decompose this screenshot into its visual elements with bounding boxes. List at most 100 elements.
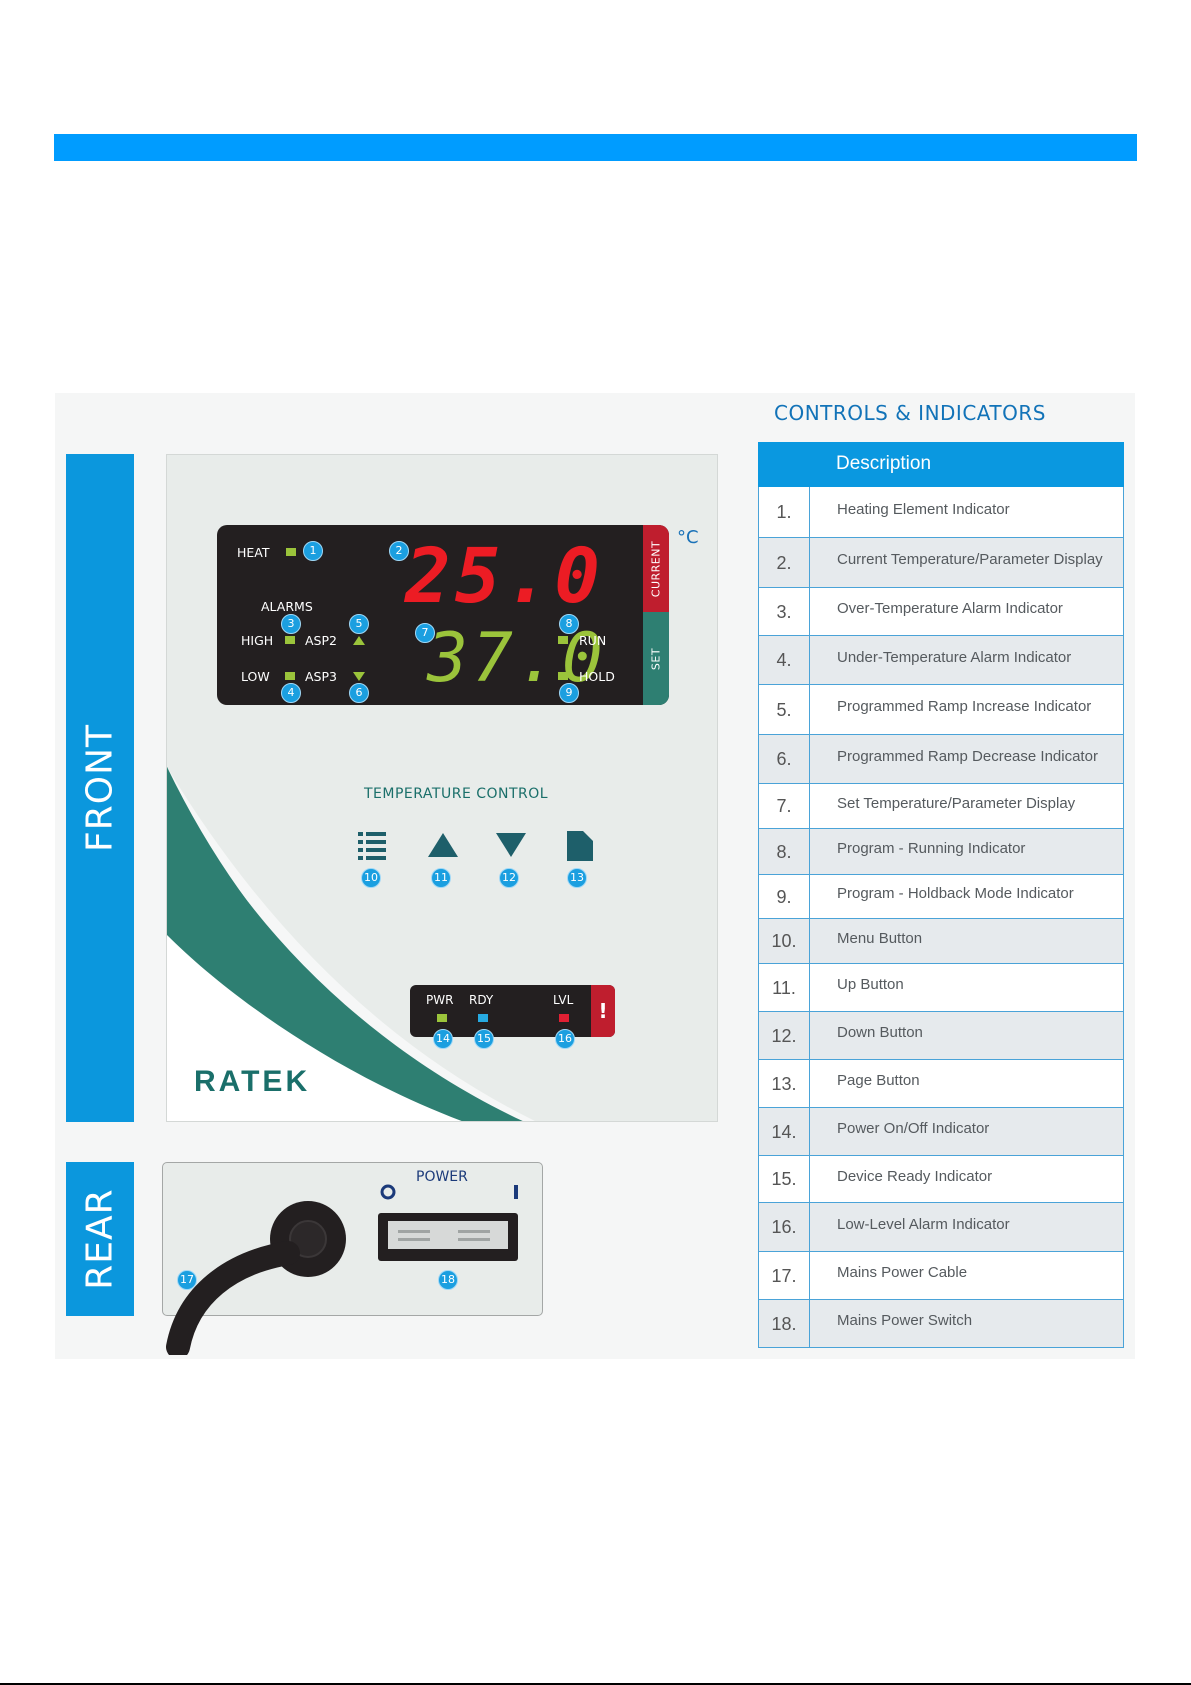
off-symbol-icon xyxy=(380,1184,396,1200)
alarms-label: ALARMS xyxy=(261,599,313,614)
badge-5: 5 xyxy=(349,614,369,634)
table-row: 4.Under-Temperature Alarm Indicator xyxy=(758,636,1124,685)
badge-18: 18 xyxy=(438,1270,458,1290)
row-number: 18. xyxy=(759,1300,810,1347)
table-row: 3.Over-Temperature Alarm Indicator xyxy=(758,588,1124,636)
row-description: Low-Level Alarm Indicator xyxy=(837,1216,1010,1233)
status-panel: PWR RDY LVL ! xyxy=(410,985,615,1037)
row-number: 9. xyxy=(759,875,810,918)
rdy-label: RDY xyxy=(469,993,494,1007)
row-number: 4. xyxy=(759,636,810,684)
ramp-down-icon xyxy=(353,672,365,681)
controls-indicators-title: CONTROLS & INDICATORS xyxy=(774,401,1046,425)
page-button[interactable] xyxy=(563,829,597,863)
table-row: 14. Power On/Off Indicator xyxy=(758,1108,1124,1156)
row-number: 10. xyxy=(759,919,810,963)
row-number: 15. xyxy=(759,1156,810,1202)
row-description: Programmed Ramp Decrease Indicator xyxy=(837,748,1098,765)
badge-1: 1 xyxy=(303,541,323,561)
heat-led xyxy=(286,548,296,556)
row-number: 6. xyxy=(759,735,810,783)
high-alarm-led xyxy=(285,636,295,644)
badge-11: 11 xyxy=(431,868,451,888)
row-number: 1. xyxy=(759,487,810,537)
badge-4: 4 xyxy=(281,683,301,703)
on-symbol-icon xyxy=(514,1185,518,1199)
row-number: 8. xyxy=(759,829,810,874)
current-temperature-value: 25.0 xyxy=(405,531,605,620)
row-number: 17. xyxy=(759,1252,810,1299)
asp2-label: ASP2 xyxy=(305,633,337,648)
row-description: Current Temperature/Parameter Display xyxy=(837,551,1103,568)
row-number: 2. xyxy=(759,538,810,587)
heat-label: HEAT xyxy=(237,545,270,560)
row-description: Down Button xyxy=(837,1024,923,1041)
badge-2: 2 xyxy=(389,541,409,561)
row-description: Menu Button xyxy=(837,930,923,947)
triangle-down-icon xyxy=(496,833,526,857)
table-row: 8. Program - Running Indicator xyxy=(758,829,1124,875)
asp3-label: ASP3 xyxy=(305,669,337,684)
level-led xyxy=(559,1014,569,1022)
table-row: 5. Programmed Ramp Increase Indicator xyxy=(758,685,1124,735)
header-bar xyxy=(54,134,1137,161)
pwr-label: PWR xyxy=(426,993,454,1007)
row-description: Programmed Ramp Increase Indicator xyxy=(837,698,1092,715)
switch-rocker xyxy=(388,1221,508,1249)
swoosh-graphic xyxy=(167,767,536,1121)
low-alarm-led xyxy=(285,672,295,680)
table-row: 9. Program - Holdback Mode Indicator xyxy=(758,875,1124,919)
row-number: 16. xyxy=(759,1203,810,1251)
row-description: Set Temperature/Parameter Display xyxy=(837,795,1076,812)
triangle-up-icon xyxy=(428,833,458,857)
table-row: 17.Mains Power Cable xyxy=(758,1252,1124,1300)
ready-led xyxy=(478,1014,488,1022)
up-button[interactable] xyxy=(426,829,460,863)
badge-3: 3 xyxy=(281,614,301,634)
table-row: 11.Up Button xyxy=(758,964,1124,1012)
badge-6: 6 xyxy=(349,683,369,703)
row-description: Program - Running Indicator xyxy=(837,840,1026,857)
table-row: 10. Menu Button xyxy=(758,919,1124,964)
temperature-control-title: TEMPERATURE CONTROL xyxy=(364,786,549,802)
rear-section-label: REAR xyxy=(66,1162,134,1316)
set-tab: SET xyxy=(643,612,669,705)
row-number: 3. xyxy=(759,588,810,635)
front-section-label: FRONT xyxy=(66,454,134,1122)
row-number: 14. xyxy=(759,1108,810,1155)
badge-10: 10 xyxy=(361,868,381,888)
row-description: Up Button xyxy=(837,976,904,993)
row-description: Power On/Off Indicator xyxy=(837,1120,990,1137)
badge-8: 8 xyxy=(559,614,579,634)
table-row: 16. Low-Level Alarm Indicator xyxy=(758,1203,1124,1252)
high-label: HIGH xyxy=(241,633,274,648)
temperature-display: CURRENT SET HEAT 1 2 25.0 ALARMS 3 5 HIG… xyxy=(217,525,669,705)
rear-label-text: REAR xyxy=(79,1188,121,1290)
table-row: 2. Current Temperature/Parameter Display xyxy=(758,538,1124,588)
table-row: 1.Heating Element Indicator xyxy=(758,487,1124,538)
row-description: Mains Power Switch xyxy=(837,1312,973,1329)
badge-16: 16 xyxy=(555,1029,575,1049)
table-row: 6. Programmed Ramp Decrease Indicator xyxy=(758,735,1124,784)
switch-lines-icon xyxy=(398,1230,490,1241)
mains-power-switch[interactable] xyxy=(378,1213,518,1261)
badge-7: 7 xyxy=(415,623,435,643)
lvl-label: LVL xyxy=(553,993,574,1007)
table-row: 13.Page Button xyxy=(758,1060,1124,1108)
table-row: 18. Mains Power Switch xyxy=(758,1300,1124,1348)
down-button[interactable] xyxy=(494,829,528,863)
run-label: RUN xyxy=(579,633,607,648)
row-description: Device Ready Indicator xyxy=(837,1168,993,1185)
description-header: Description xyxy=(836,453,932,474)
set-temperature-value: 37.0 xyxy=(427,619,607,698)
row-number: 5. xyxy=(759,685,810,734)
row-number: 12. xyxy=(759,1012,810,1059)
row-number: 13. xyxy=(759,1060,810,1107)
page-icon xyxy=(567,831,593,861)
table-row: 7.Set Temperature/Parameter Display xyxy=(758,784,1124,829)
set-tab-label: SET xyxy=(649,647,663,670)
alert-icon: ! xyxy=(591,985,615,1037)
row-description: Program - Holdback Mode Indicator xyxy=(837,885,1074,902)
menu-button[interactable] xyxy=(356,829,390,863)
